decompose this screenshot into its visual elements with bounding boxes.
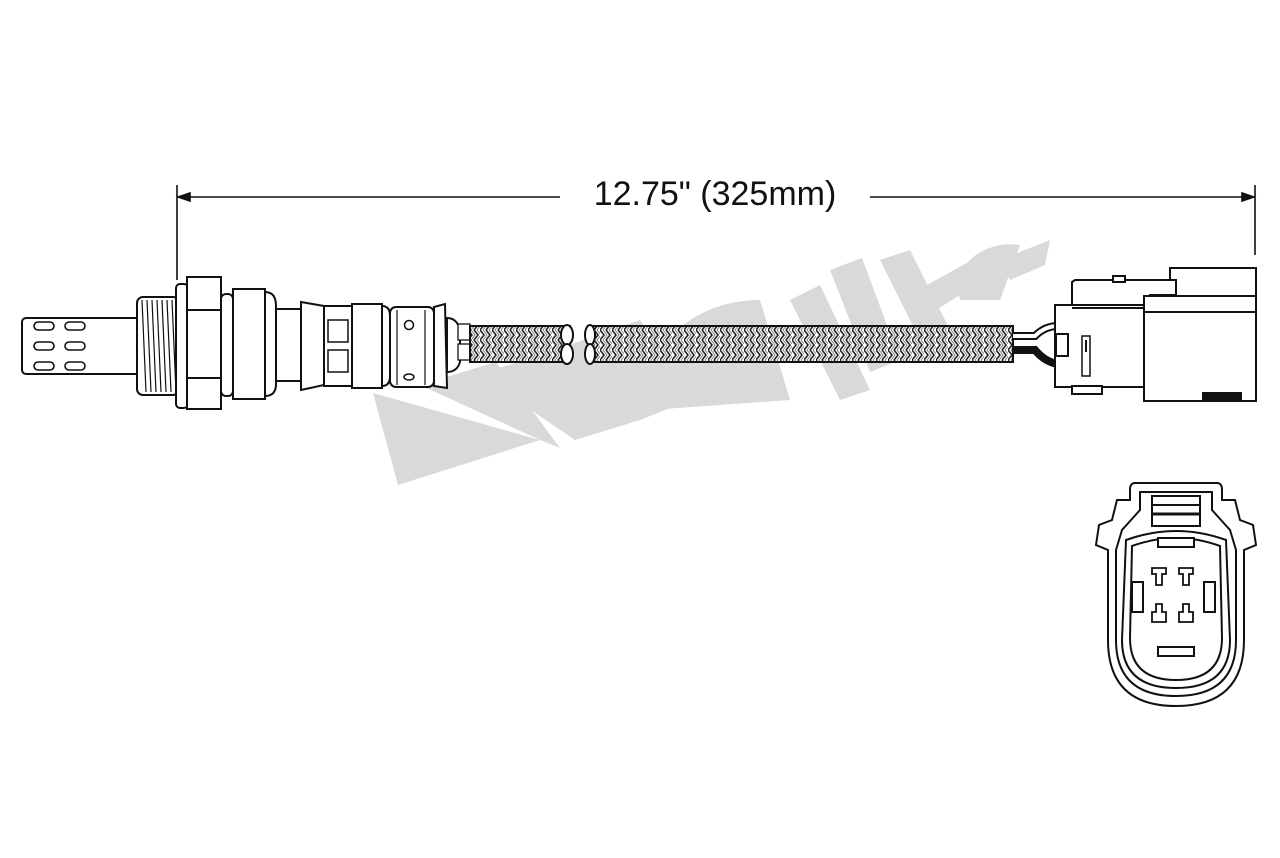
sensor-body [21,276,471,410]
connector-pins [1151,567,1194,623]
probe-vent-slots [33,321,86,371]
dimension-label: 12.75" (325mm) [560,172,870,216]
lead-wires [1013,322,1059,368]
connector-face-view [1094,482,1258,708]
braided-cable [469,324,1014,365]
connector-side-view [1054,267,1257,402]
